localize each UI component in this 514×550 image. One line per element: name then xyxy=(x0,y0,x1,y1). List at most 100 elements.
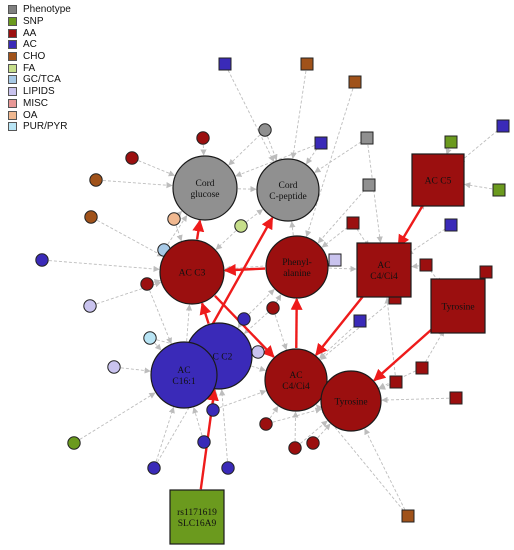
edge-weak xyxy=(275,294,282,303)
node-square xyxy=(218,57,232,71)
node-tyrosine-square: Tyrosine xyxy=(430,278,486,334)
legend-swatch xyxy=(8,122,17,132)
legend-item: AC xyxy=(8,39,71,51)
node-label: C16:1 xyxy=(172,377,195,387)
legend-label: PUR/PYR xyxy=(23,121,68,133)
node-label: AC xyxy=(289,371,302,381)
edge-weak xyxy=(464,182,493,190)
node-label: Tyrosine xyxy=(334,398,367,408)
node-circle xyxy=(107,360,121,374)
edge-weak xyxy=(269,405,279,419)
legend-label: FA xyxy=(23,62,36,74)
legend-item: AA xyxy=(8,27,71,39)
edge-weak xyxy=(429,270,442,285)
edge-weak xyxy=(274,314,288,351)
legend-label: CHO xyxy=(23,51,46,63)
legend-swatch xyxy=(8,17,17,27)
edge-weak xyxy=(96,219,164,257)
node-circle xyxy=(258,123,272,137)
node-shape-circle xyxy=(320,370,382,432)
legend-label: Phenotype xyxy=(23,4,71,16)
node-circle xyxy=(259,417,273,431)
node-circle xyxy=(237,312,251,326)
legend-swatch xyxy=(8,5,17,15)
edge-weak xyxy=(320,302,390,360)
node-square xyxy=(348,75,362,89)
edge-weak xyxy=(153,278,161,286)
edge-strong xyxy=(192,219,205,240)
edge-weak xyxy=(319,325,356,359)
node-circle xyxy=(89,173,103,187)
node-shape-circle xyxy=(256,158,320,222)
legend-item: GC/TCA xyxy=(8,74,71,86)
edge-weak xyxy=(267,136,278,161)
node-shape-square xyxy=(169,489,225,545)
edge-weak xyxy=(175,210,183,218)
legend-swatch xyxy=(8,28,17,38)
node-label: Tyrosine xyxy=(441,303,474,313)
strong-edges xyxy=(192,202,438,490)
node-square xyxy=(415,361,429,375)
node-square xyxy=(479,265,493,279)
node-circle xyxy=(83,299,97,313)
edge-weak xyxy=(251,365,267,372)
edge-strong xyxy=(223,263,266,276)
legend-label: LIPIDS xyxy=(23,86,55,98)
edge-weak xyxy=(364,428,406,510)
edge-weak xyxy=(314,141,362,173)
node-circle xyxy=(251,345,265,359)
node-square xyxy=(401,509,415,523)
legend-swatch xyxy=(8,75,17,85)
edge-weak xyxy=(175,225,183,242)
node-square xyxy=(360,131,374,145)
node-circle xyxy=(206,403,220,417)
node-square xyxy=(496,119,510,133)
legend-item: OA xyxy=(8,109,71,121)
edge-strong xyxy=(373,323,438,382)
legend-label: OA xyxy=(23,109,38,121)
legend-swatch xyxy=(8,87,17,97)
edge-weak xyxy=(317,423,331,439)
node-square xyxy=(353,314,367,328)
edge-weak xyxy=(425,329,445,363)
edge-weak xyxy=(79,392,156,440)
node-square xyxy=(300,57,314,71)
node-label: Phenyl- xyxy=(282,258,312,268)
legend-label: AA xyxy=(23,27,37,39)
node-square xyxy=(449,391,463,405)
edge-weak xyxy=(290,70,307,159)
legend-swatch xyxy=(8,110,17,120)
node-circle xyxy=(35,253,49,267)
edge-weak xyxy=(381,396,450,404)
node-square xyxy=(346,216,360,230)
node-shape-circle xyxy=(265,235,329,299)
node-label: SLC16A9 xyxy=(178,519,217,529)
edge-weak xyxy=(411,262,420,270)
node-label: AC xyxy=(377,261,390,271)
edge-weak xyxy=(120,367,151,374)
node-circle xyxy=(266,301,280,315)
edge-strong xyxy=(315,291,368,356)
edge-weak xyxy=(458,130,498,164)
node-circle xyxy=(306,436,320,450)
edge-weak xyxy=(167,215,188,245)
node-label: Cord xyxy=(196,179,215,189)
node-square xyxy=(314,136,328,150)
legend-item: FA xyxy=(8,62,71,74)
edge-weak xyxy=(102,180,173,189)
edge-weak xyxy=(248,288,275,315)
node-label: alanine xyxy=(283,269,310,279)
edge-weak xyxy=(149,290,172,345)
edge-weak xyxy=(185,304,193,342)
node-circle xyxy=(84,210,98,224)
edge-weak xyxy=(235,145,315,177)
edge-weak xyxy=(246,209,264,223)
node-circle xyxy=(196,131,210,145)
legend-label: SNP xyxy=(23,16,44,28)
edge-strong xyxy=(397,202,426,248)
edge-weak xyxy=(406,228,446,255)
